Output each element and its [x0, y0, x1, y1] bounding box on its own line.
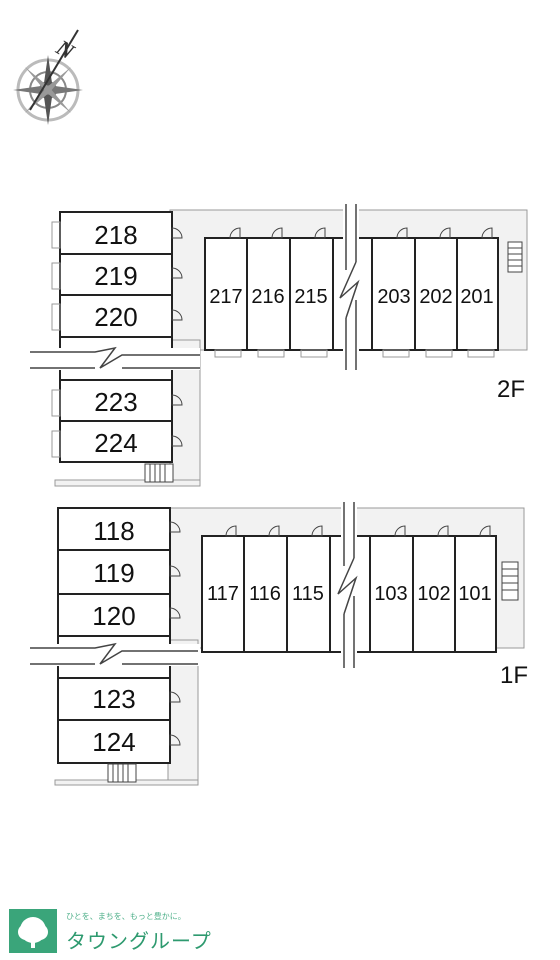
logo-name: タウングループ: [66, 929, 212, 953]
unit-label: 223: [94, 387, 137, 417]
floor-1f: 118 119 120 123 124 117 116 115 103 102 …: [30, 502, 525, 786]
floor-2f: 218 219 220 223 224 217 216 215 203 202 …: [30, 204, 528, 487]
unit-label: 120: [92, 601, 135, 631]
stairs-icon: [507, 241, 523, 273]
unit-label: 117: [207, 583, 239, 605]
stairs-icon: [501, 561, 519, 601]
unit-label: 201: [460, 286, 493, 308]
unit-label: 218: [94, 220, 137, 250]
unit-label: 119: [93, 558, 134, 588]
unit-label: 224: [94, 428, 137, 458]
unit-label: 123: [92, 684, 135, 714]
logo-tagline: ひとを、まちを、もっと豊かに。: [66, 912, 186, 921]
stairs-icon: [107, 763, 137, 783]
unit-label: 220: [94, 302, 137, 332]
unit-label: 217: [209, 286, 242, 308]
unit-label: 202: [419, 286, 452, 308]
unit-label: 115: [292, 583, 324, 605]
unit-label: 103: [374, 583, 407, 605]
floor-label-2f: 2F: [497, 376, 526, 403]
unit-label: 203: [377, 286, 410, 308]
unit-label: 116: [249, 583, 281, 605]
stairs-icon: [144, 463, 174, 483]
unit-label: 118: [93, 516, 134, 546]
unit-label: 219: [94, 261, 137, 291]
unit-label: 216: [251, 286, 284, 308]
company-logo: ひとを、まちを、もっと豊かに。 タウングループ: [8, 908, 248, 954]
unit-label: 102: [417, 583, 450, 605]
compass-rose-icon: N: [13, 29, 83, 125]
unit-label: 124: [92, 727, 135, 757]
unit-label: 215: [294, 286, 327, 308]
unit-label: 101: [458, 583, 491, 605]
tree-logo-icon: [9, 909, 57, 953]
floor-label-1f: 1F: [500, 662, 529, 689]
